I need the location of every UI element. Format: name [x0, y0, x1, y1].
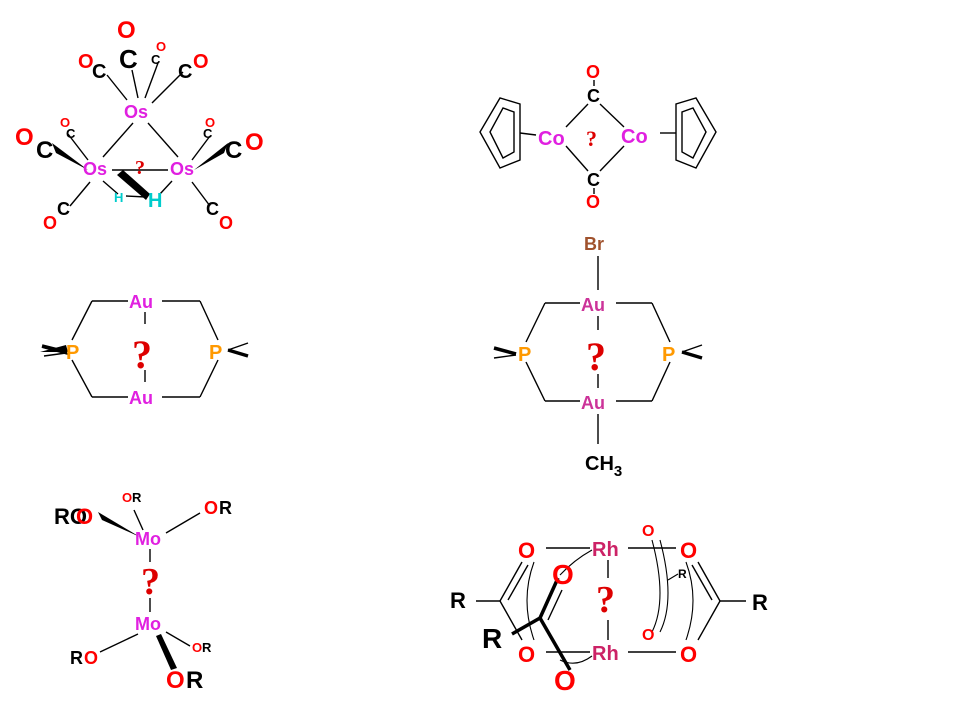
group-r: R: [450, 588, 466, 613]
atom-o: O: [518, 538, 535, 563]
structure-gold-dimer-substituted: Br Au P ? P Au CH3: [493, 234, 703, 480]
atom-c: C: [587, 86, 600, 106]
atom-c: C: [587, 170, 600, 190]
atom-o: O: [192, 640, 202, 655]
bond-question-mark: ?: [596, 579, 615, 621]
atom-c: C: [225, 137, 242, 164]
atom-o: O: [122, 490, 132, 505]
atom-c: C: [206, 199, 219, 219]
group-ro: RO: [54, 504, 87, 529]
atom-o: O: [84, 648, 98, 668]
atom-br: Br: [584, 234, 604, 254]
atom-h: H: [148, 190, 162, 212]
atom-o: O: [552, 559, 574, 590]
atom-o: O: [15, 124, 34, 151]
bond-question-mark: ?: [586, 334, 606, 379]
structure-gold-dimer: Au P ? P Au: [40, 292, 249, 408]
atom-o: O: [586, 62, 600, 82]
atom-o: O: [78, 51, 94, 73]
atom-au: Au: [129, 388, 153, 408]
atom-mo: Mo: [135, 614, 161, 634]
atom-o: O: [586, 192, 600, 212]
atom-c: C: [36, 137, 53, 164]
atom-c: C: [178, 61, 192, 83]
atom-co: Co: [621, 126, 648, 148]
atom-au: Au: [129, 292, 153, 312]
atom-c: C: [151, 52, 161, 67]
atom-c: C: [57, 199, 70, 219]
atom-o: O: [219, 213, 233, 233]
atom-o: O: [156, 39, 166, 54]
atom-mo: Mo: [135, 529, 161, 549]
atom-rh: Rh: [592, 643, 619, 665]
group-r: R: [202, 640, 212, 655]
atom-p: P: [209, 342, 222, 364]
atom-o: O: [680, 538, 697, 563]
atom-c: C: [203, 126, 213, 141]
group-r: R: [186, 667, 203, 694]
atom-o: O: [166, 667, 185, 694]
structure-rhodium-paddlewheel: O Rh O O O R R R ? R O O Rh O O: [450, 523, 768, 696]
structure-cobalt-dimer: O C Co ? Co C O: [479, 62, 717, 212]
group-r: R: [219, 498, 232, 518]
atom-au: Au: [581, 393, 605, 413]
atom-o: O: [204, 498, 218, 518]
atom-o: O: [554, 665, 576, 696]
atom-o: O: [245, 129, 264, 156]
atom-o: O: [642, 523, 654, 540]
atom-c: C: [66, 126, 76, 141]
group-r: R: [752, 590, 768, 615]
atom-o: O: [193, 51, 209, 73]
structure-molybdenum-dimer: RO O O R O R Mo ? Mo R O O R O R: [54, 490, 232, 694]
atom-os: Os: [83, 159, 107, 179]
group-r: R: [70, 648, 83, 668]
atom-o: O: [60, 115, 70, 130]
atom-au: Au: [581, 295, 605, 315]
atom-p: P: [518, 344, 531, 366]
atom-h: H: [114, 190, 123, 205]
atom-o: O: [205, 115, 215, 130]
bond-question-mark: ?: [135, 157, 145, 179]
atom-os: Os: [124, 102, 148, 122]
atom-p: P: [66, 342, 79, 364]
atom-c: C: [119, 44, 138, 74]
atom-o: O: [43, 213, 57, 233]
atom-os: Os: [170, 159, 194, 179]
group-r: R: [678, 567, 687, 581]
atom-rh: Rh: [592, 539, 619, 561]
bond-question-mark: ?: [132, 332, 152, 377]
group-r: R: [482, 623, 502, 654]
bond-question-mark: ?: [141, 561, 160, 603]
atom-o: O: [117, 17, 136, 44]
group-r: R: [132, 490, 142, 505]
structure-osmium-cluster: O C O C O C C O Os O C O C O C C O Os Os…: [15, 17, 264, 233]
group-methyl: CH3: [585, 453, 622, 480]
atom-p: P: [662, 344, 675, 366]
atom-c: C: [92, 61, 106, 83]
atom-o: O: [642, 627, 654, 644]
atom-o: O: [76, 504, 93, 529]
atom-o: O: [518, 642, 535, 667]
atom-o: O: [680, 642, 697, 667]
bond-question-mark: ?: [586, 126, 597, 151]
atom-co: Co: [538, 128, 565, 150]
